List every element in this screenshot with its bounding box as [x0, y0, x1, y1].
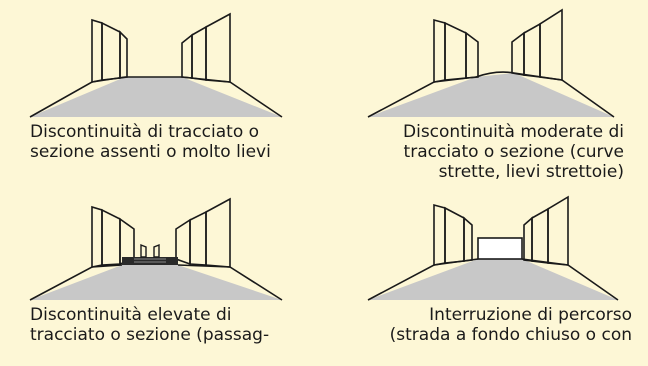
route-interruption-illustration: [367, 195, 619, 301]
road-surface: [368, 259, 618, 300]
left-wall-mid: [101, 208, 121, 266]
high-discontinuity-illustration: [29, 197, 283, 301]
panel-moderate-curve: Discontinuità moderate di tracciato o se…: [326, 0, 636, 182]
right-wall-mid: [531, 207, 549, 264]
right-wall-far: [175, 218, 191, 266]
right-wall-far: [181, 33, 193, 79]
inner-pillar-left: [140, 243, 147, 258]
right-wall-near: [205, 12, 231, 83]
left-wall-near: [433, 203, 446, 266]
caption-line: Discontinuità elevate di: [30, 305, 232, 325]
right-wall-near: [547, 195, 569, 266]
left-wall-mid: [101, 21, 121, 81]
caption-line: Discontinuità di tracciato o: [30, 122, 260, 142]
right-wall-near: [205, 197, 231, 268]
straight-road-illustration: [29, 12, 283, 118]
curve-line: [475, 71, 515, 78]
narrowing-barrier: [122, 257, 178, 265]
inner-pillar-right: [153, 243, 160, 258]
caption-moderate-curve: Discontinuità moderate di tracciato o se…: [326, 122, 636, 182]
caption-line: strette, lievi strettoie): [438, 162, 624, 182]
panel-route-interruption: Interruzione di percorso (strada a fondo…: [326, 183, 636, 363]
right-wall-far: [523, 216, 533, 262]
dead-end-wall: [477, 237, 523, 260]
caption-line: (strada a fondo chiuso o con: [389, 325, 632, 345]
caption-line: Discontinuità moderate di: [403, 122, 624, 142]
left-wall-near: [91, 205, 103, 268]
caption-line: Interruzione di percorso: [429, 305, 632, 325]
right-wall-near: [539, 8, 563, 81]
panel-straight-road: Discontinuità di tracciato o sezione ass…: [0, 0, 310, 180]
right-wall-mid: [189, 210, 207, 266]
caption-line: tracciato o sezione (passag-: [30, 325, 270, 345]
moderate-curve-illustration: [367, 8, 615, 118]
panel-high-discontinuity: Discontinuità elevate di tracciato o sez…: [0, 183, 310, 363]
caption-straight-road: Discontinuità di tracciato o sezione ass…: [0, 122, 310, 162]
left-wall-far: [465, 31, 479, 79]
left-wall-far: [463, 216, 473, 262]
right-wall-mid: [523, 22, 541, 78]
caption-route-interruption: Interruzione di percorso (strada a fondo…: [326, 305, 636, 345]
left-wall-far: [119, 30, 128, 79]
left-wall-near: [433, 18, 446, 83]
right-wall-mid: [191, 25, 207, 81]
road-surface: [368, 73, 614, 117]
caption-line: sezione assenti o molto lievi: [30, 142, 271, 162]
left-wall-mid: [444, 206, 465, 264]
caption-line: tracciato o sezione (curve: [403, 142, 624, 162]
caption-high-discontinuity: Discontinuità elevate di tracciato o sez…: [0, 305, 310, 345]
left-wall-near: [91, 18, 103, 83]
right-wall-far: [511, 31, 525, 76]
road-surface: [30, 265, 282, 300]
road-surface: [30, 77, 282, 117]
left-wall-mid: [444, 21, 467, 81]
